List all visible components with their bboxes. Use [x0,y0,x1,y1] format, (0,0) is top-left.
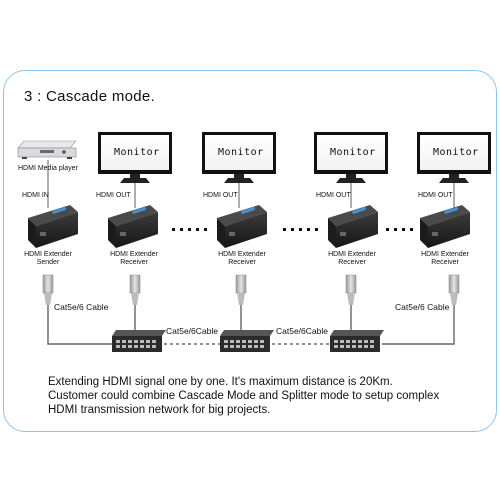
mode-heading: 3 : Cascade mode. [24,88,156,105]
monitor-3-icon [314,132,388,183]
hdmi-out-label-3: HDMI OUT [316,192,351,199]
caption-line-1: Extending HDMI signal one by one. It's m… [48,376,393,388]
caption-line-2: Customer could combine Cascade Mode and … [48,390,440,402]
monitor-4-text: Monitor [433,147,479,158]
media-player-icon [17,140,77,159]
hdmi-out-label-4: HDMI OUT [418,192,453,199]
rj45-plugs [42,274,460,305]
monitor-3-text: Monitor [330,147,376,158]
diagram-frame [3,70,497,432]
cascade-dots [172,228,413,231]
hdmi-cable-lines [47,160,455,208]
media-player-label: HDMI Media player [18,165,78,172]
network-switch-1-icon [112,330,166,352]
receiver-unit-2-icon [217,205,267,248]
caption-line-3: HDMI transmission network for big projec… [48,404,271,416]
cable-label-mid-2: Cat5e/6Cable [276,326,328,336]
receiver-unit-4-icon [420,205,470,248]
monitor-4-icon [417,132,491,183]
hdmi-out-label-1: HDMI OUT [96,192,131,199]
cable-label-right: Cat5e/6 Cable [395,302,450,312]
network-switch-3-icon [330,330,384,352]
network-switch-2-icon [220,330,274,352]
monitor-1-text: Monitor [114,147,160,158]
cable-label-mid-1: Cat5e/6Cable [166,326,218,336]
monitor-2-icon [202,132,276,183]
monitor-2-text: Monitor [218,147,264,158]
monitor-1-icon [98,132,172,183]
cable-label-left: Cat5e/6 Cable [54,302,109,312]
receiver-unit-1-icon [108,205,158,248]
receiver-unit-3-icon [328,205,378,248]
hdmi-in-label: HDMI IN [22,192,49,199]
sender-unit-icon [28,205,78,248]
network-cable-lines [47,305,455,345]
description-text: Extending HDMI signal one by one. It's m… [48,375,488,417]
hdmi-out-label-2: HDMI OUT [203,192,238,199]
